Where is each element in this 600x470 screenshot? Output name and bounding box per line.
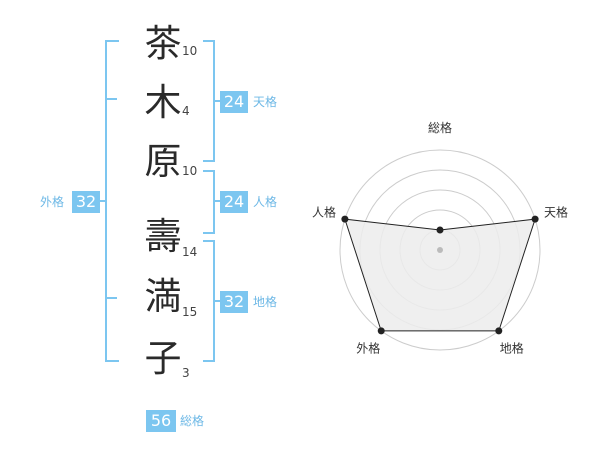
tenkaku-label: 天格 xyxy=(253,95,278,109)
radar-series-area xyxy=(344,218,536,332)
name-char-3: 原 xyxy=(144,140,182,183)
radar-axis-label-5: 人格 xyxy=(312,204,336,219)
radar-axis-label-3: 地格 xyxy=(500,341,524,356)
tenkaku-bracket-connector xyxy=(213,100,221,102)
jinkaku-bracket xyxy=(203,170,215,234)
radar-center-dot xyxy=(437,247,443,253)
radar-point-4 xyxy=(377,327,385,335)
gaikaku-bracket-tick xyxy=(105,98,117,100)
radar-point-2 xyxy=(531,215,539,223)
name-char-4: 壽 xyxy=(144,215,182,258)
stroke-count-3: 10 xyxy=(182,164,198,178)
gaikaku-bracket-tick xyxy=(105,297,117,299)
radar-point-5 xyxy=(341,215,349,223)
chikaku-bracket-connector xyxy=(213,300,221,302)
stroke-count-6: 3 xyxy=(182,366,190,380)
stroke-count-2: 4 xyxy=(182,104,190,118)
soukaku-badge: 56 xyxy=(146,410,176,432)
radar-grid-ring xyxy=(339,149,541,351)
gaikaku-bracket-connector xyxy=(99,200,107,202)
name-char-1: 茶 xyxy=(144,22,182,65)
radar-axis-label-1: 総格 xyxy=(428,120,452,135)
jinkaku-bracket-connector xyxy=(213,200,221,202)
name-char-2: 木 xyxy=(144,81,182,124)
soukaku-label: 総格 xyxy=(180,414,205,428)
name-char-5: 満 xyxy=(144,275,182,318)
gaikaku-label: 外格 xyxy=(40,195,65,209)
chikaku-badge: 32 xyxy=(220,291,248,313)
radar-axis-label-2: 天格 xyxy=(544,204,568,219)
radar-point-1 xyxy=(436,226,444,234)
stroke-count-4: 14 xyxy=(182,245,198,259)
stroke-count-5: 15 xyxy=(182,305,198,319)
stroke-count-1: 10 xyxy=(182,44,198,58)
radar-axis-label-4: 外格 xyxy=(356,341,380,356)
radar-point-3 xyxy=(495,327,503,335)
jinkaku-badge: 24 xyxy=(220,191,248,213)
chikaku-label: 地格 xyxy=(253,295,278,309)
tenkaku-badge: 24 xyxy=(220,91,248,113)
name-char-6: 子 xyxy=(144,337,182,380)
gaikaku-badge: 32 xyxy=(72,191,100,213)
jinkaku-label: 人格 xyxy=(253,195,278,209)
